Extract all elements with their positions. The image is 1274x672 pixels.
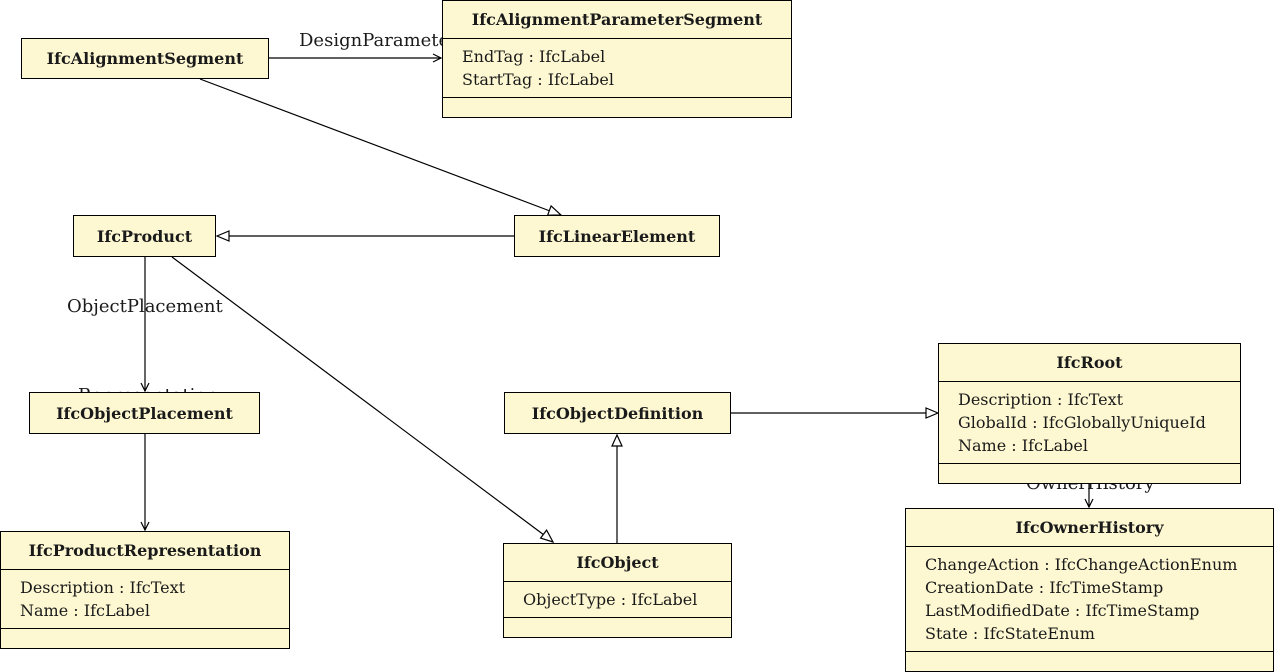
operations-compartment <box>1 629 289 647</box>
design-parameters-label: DesignParameters <box>299 30 468 51</box>
attribute: Description : IfcText <box>20 578 186 597</box>
generalization-arrowhead <box>539 528 555 544</box>
attribute-list: EndTag : IfcLabel StartTag : IfcLabel <box>443 39 791 98</box>
attribute: ObjectType : IfcLabel <box>523 590 698 609</box>
operations-compartment <box>906 652 1273 670</box>
attribute: Description : IfcText <box>958 390 1124 409</box>
class-ifc-object-definition[interactable]: IfcObjectDefinition <box>504 392 731 434</box>
alignment-segment-generalization-line <box>199 78 551 212</box>
attribute: ChangeAction : IfcChangeActionEnum <box>925 555 1238 574</box>
attribute: StartTag : IfcLabel <box>462 70 614 89</box>
generalization-arrowhead <box>546 204 563 216</box>
attribute: CreationDate : IfcTimeStamp <box>925 578 1164 597</box>
class-name: IfcProduct <box>96 226 193 246</box>
attribute: Name : IfcLabel <box>20 601 150 620</box>
attribute-list: Description : IfcText GlobalId : IfcGlob… <box>939 382 1240 464</box>
generalization-arrowhead <box>925 407 940 419</box>
class-name: IfcObjectDefinition <box>531 403 704 423</box>
class-ifc-object-placement[interactable]: IfcObjectPlacement <box>29 392 260 434</box>
class-ifc-alignment-segment[interactable]: IfcAlignmentSegment <box>21 38 269 79</box>
class-ifc-linear-element[interactable]: IfcLinearElement <box>514 215 720 257</box>
class-name: IfcAlignmentParameterSegment <box>443 1 791 39</box>
class-ifc-product-representation[interactable]: IfcProductRepresentation Description : I… <box>0 531 290 649</box>
generalization-arrowhead <box>611 433 623 447</box>
class-name: IfcOwnerHistory <box>906 509 1273 547</box>
object-placement-arrowhead <box>140 382 150 393</box>
class-name: IfcProductRepresentation <box>1 532 289 570</box>
operations-compartment <box>443 98 791 116</box>
attribute: Name : IfcLabel <box>958 436 1088 455</box>
attribute-list: ObjectType : IfcLabel <box>504 582 731 618</box>
generalization-arrowhead <box>215 230 230 242</box>
attribute: GlobalId : IfcGloballyUniqueId <box>958 413 1206 432</box>
class-ifc-product[interactable]: IfcProduct <box>73 215 216 257</box>
object-placement-label: ObjectPlacement <box>67 296 223 317</box>
class-ifc-root[interactable]: IfcRoot Description : IfcText GlobalId :… <box>938 343 1241 484</box>
attribute: EndTag : IfcLabel <box>462 47 606 66</box>
attribute: LastModifiedDate : IfcTimeStamp <box>925 601 1200 620</box>
class-name: IfcAlignmentSegment <box>46 49 244 68</box>
class-ifc-owner-history[interactable]: IfcOwnerHistory ChangeAction : IfcChange… <box>905 508 1274 672</box>
class-name: IfcLinearElement <box>538 226 696 246</box>
attribute-list: Description : IfcText Name : IfcLabel <box>1 570 289 629</box>
class-ifc-object[interactable]: IfcObject ObjectType : IfcLabel <box>503 543 732 638</box>
attribute-list: ChangeAction : IfcChangeActionEnum Creat… <box>906 547 1273 652</box>
representation-arrowhead <box>140 521 150 532</box>
class-name: IfcObject <box>504 544 731 582</box>
class-ifc-alignment-parameter-segment[interactable]: IfcAlignmentParameterSegment EndTag : If… <box>442 0 792 118</box>
product-generalization-line <box>171 256 545 536</box>
design-parameters-arrowhead <box>432 53 443 63</box>
attribute: State : IfcStateEnum <box>925 624 1095 643</box>
operations-compartment <box>504 618 731 636</box>
class-name: IfcRoot <box>939 344 1240 382</box>
operations-compartment <box>939 464 1240 482</box>
owner-history-arrowhead <box>1084 498 1094 509</box>
class-name: IfcObjectPlacement <box>56 403 233 423</box>
